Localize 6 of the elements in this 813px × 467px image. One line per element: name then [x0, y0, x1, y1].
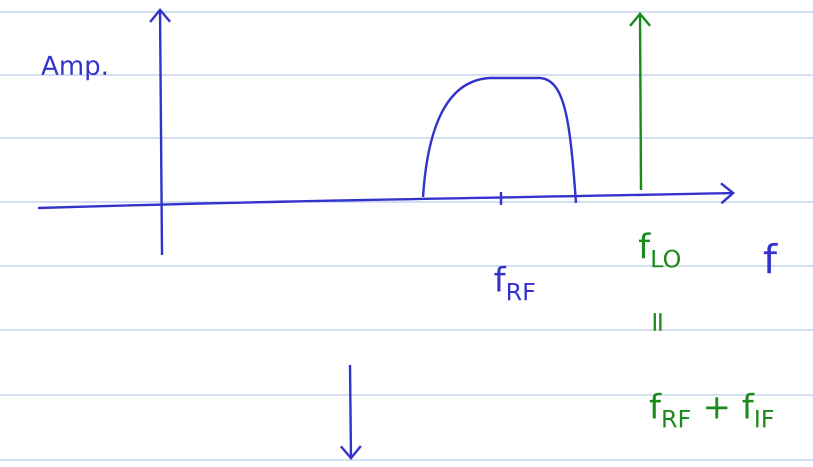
- frequency-label: f$_{RF}$: [494, 266, 534, 300]
- equals-sign: =: [654, 313, 662, 331]
- axis-label: Amp.: [41, 56, 106, 80]
- axis-label: f: [764, 242, 778, 274]
- frequency-label: f$_{LO}$: [638, 232, 680, 268]
- frequency-label: f$_{RF}$ + f$_{IF}$: [650, 392, 774, 428]
